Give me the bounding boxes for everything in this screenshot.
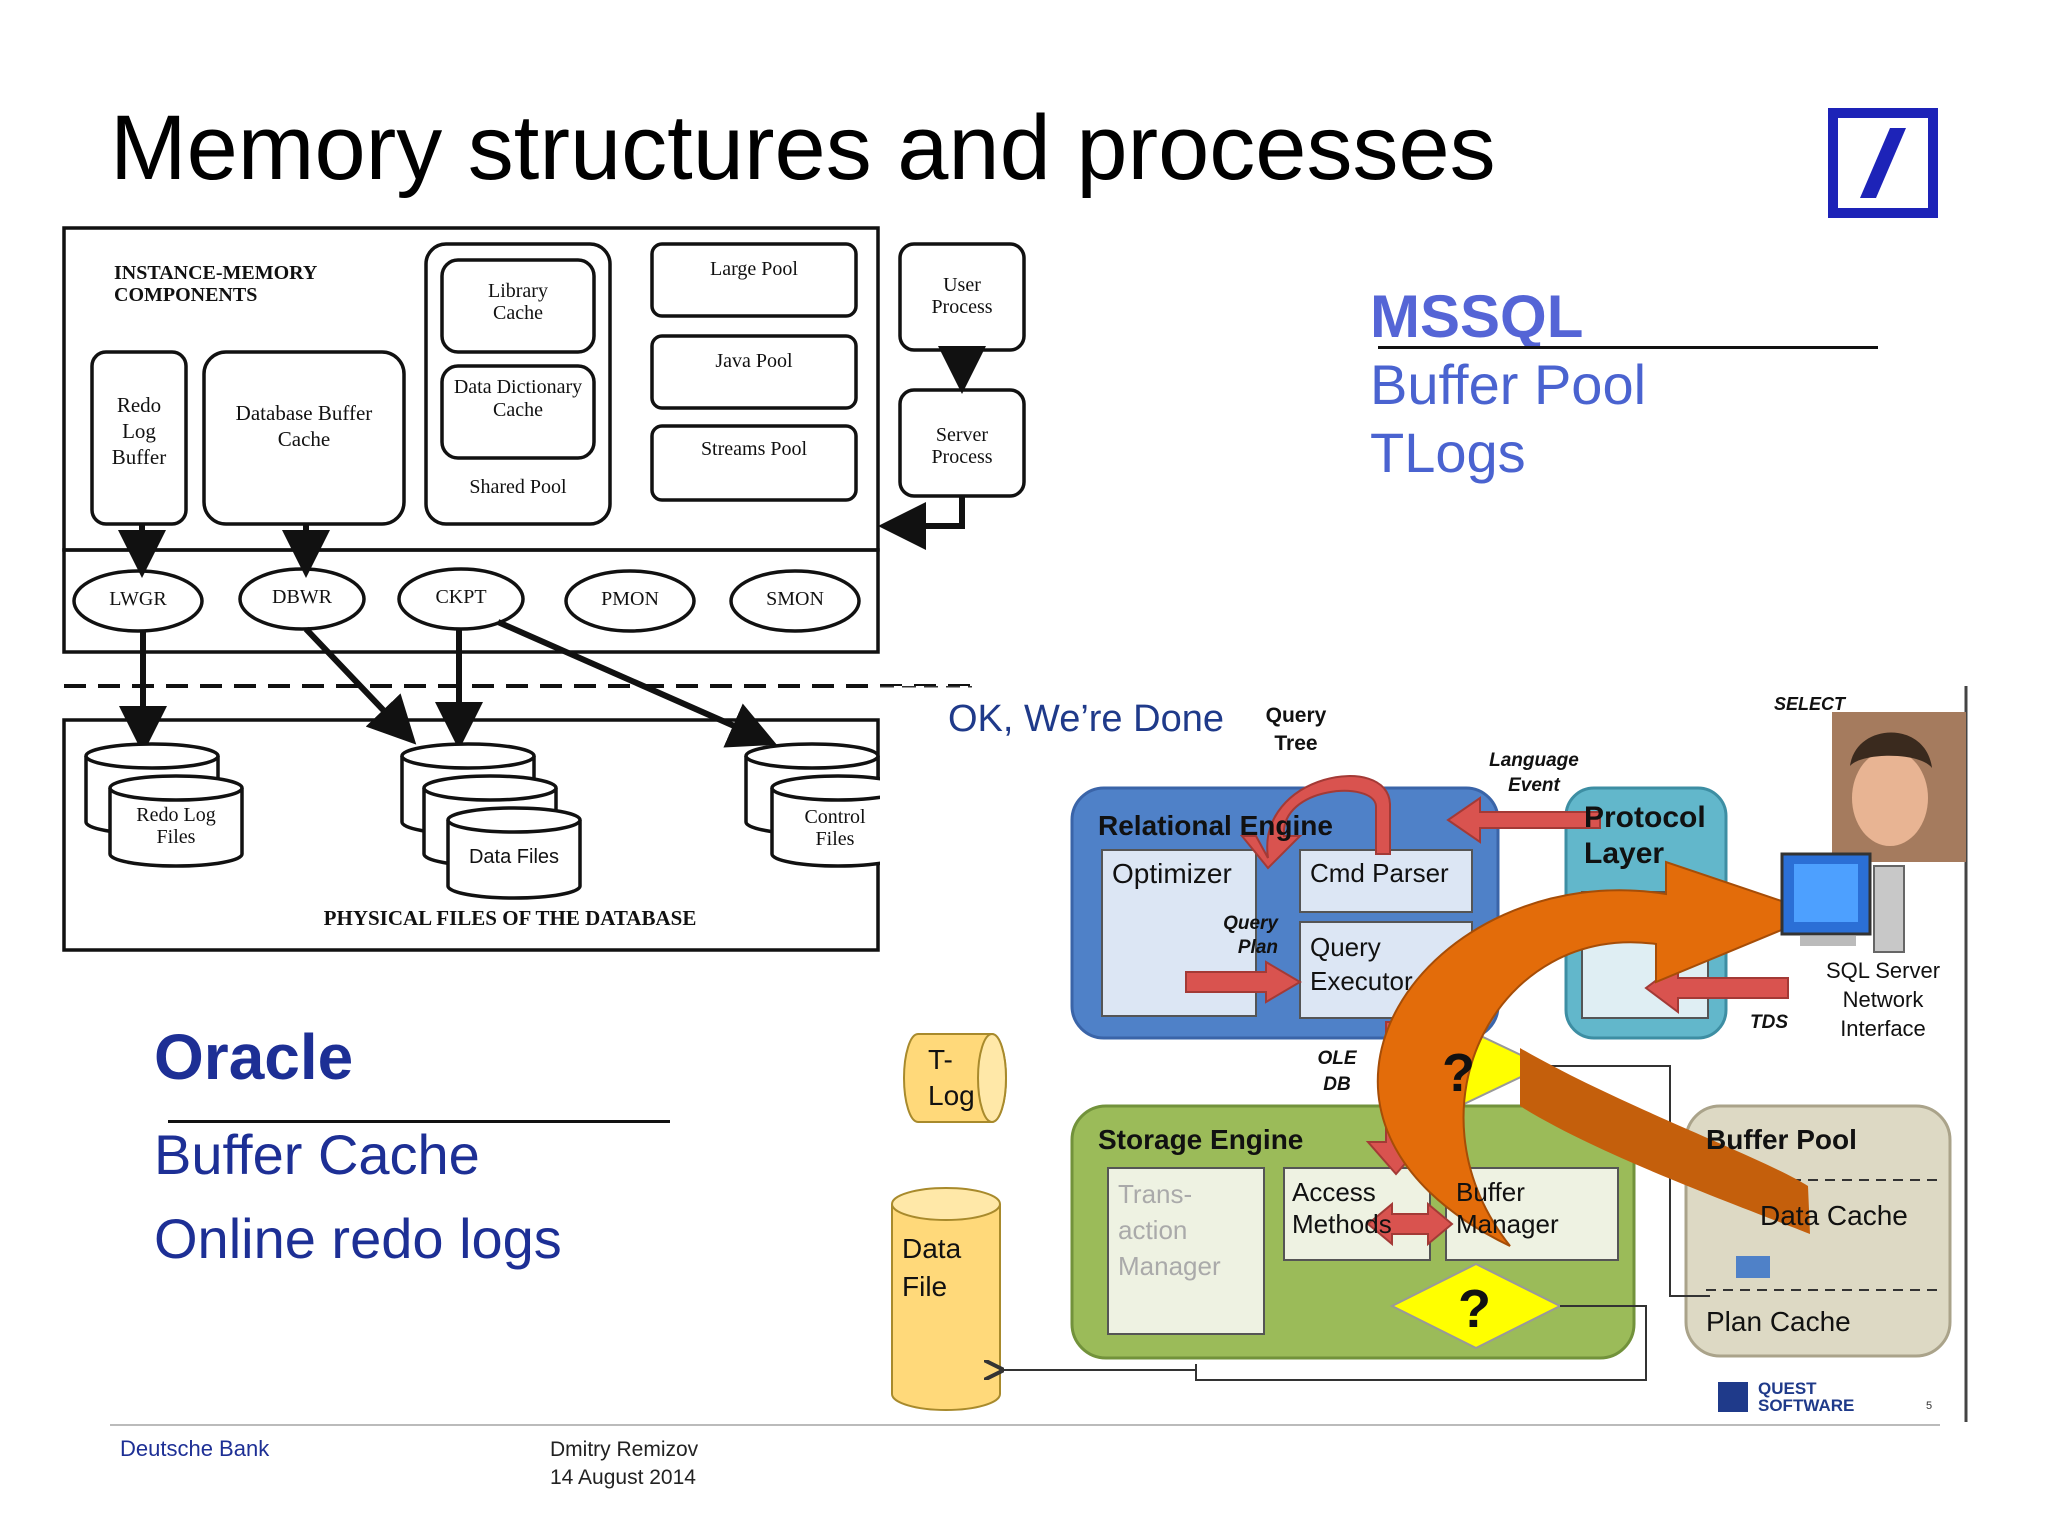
control-files-label: Control Files bbox=[804, 806, 866, 850]
footer-date: 14 August 2014 bbox=[550, 1466, 696, 1489]
deutsche-bank-logo bbox=[1828, 108, 1938, 218]
process-pmon bbox=[564, 569, 696, 633]
slide-title: Memory structures and processes bbox=[110, 97, 1496, 199]
query-executor-label: Query Executor bbox=[1310, 932, 1413, 996]
redo-log-buffer-label: Redo Log Buffer bbox=[111, 393, 167, 469]
buffer-manager-label: Buffer Manager bbox=[1456, 1177, 1559, 1239]
transaction-manager-label: Trans-action Manager bbox=[1118, 1179, 1221, 1281]
protocol-layer-label: Protocol Layer bbox=[1584, 801, 1706, 870]
orange-flow-arrow bbox=[1377, 860, 1823, 1247]
processes-band bbox=[62, 548, 880, 654]
mssql-diagram-headline: OK, We’re Done bbox=[948, 698, 1224, 740]
query-plan-label: Query Plan bbox=[1223, 913, 1278, 958]
footer-company: Deutsche Bank bbox=[120, 1436, 270, 1461]
tds-label: TDS bbox=[1750, 1012, 1788, 1033]
footer-divider bbox=[110, 1424, 1940, 1426]
buffer-pool-label: Buffer Pool bbox=[1706, 1124, 1857, 1155]
cmd-parser-label: Cmd Parser bbox=[1310, 858, 1449, 888]
user-process-label: User Process bbox=[931, 274, 993, 318]
data-files-label: Data Files bbox=[468, 846, 560, 868]
db-buffer-cache-label: Database Buffer Cache bbox=[235, 401, 373, 451]
dbwr-label: DBWR bbox=[272, 586, 332, 608]
quest-software-label: QUEST SOFTWARE bbox=[1758, 1379, 1855, 1415]
relational-engine-label: Relational Engine bbox=[1098, 810, 1333, 841]
process-smon bbox=[729, 569, 861, 633]
large-pool-box bbox=[650, 242, 858, 318]
library-cache-label: Library Cache bbox=[488, 280, 548, 324]
streams-pool-label: Streams Pool bbox=[700, 438, 808, 460]
mssql-item-buffer-pool: Buffer Pool bbox=[1370, 353, 1647, 416]
oracle-underline bbox=[168, 1120, 670, 1123]
lwgr-label: LWGR bbox=[109, 588, 167, 610]
question-mark-1: ? bbox=[1442, 1043, 1475, 1103]
java-pool-box bbox=[650, 334, 858, 410]
transaction-manager-box bbox=[1107, 1167, 1265, 1335]
smon-label: SMON bbox=[766, 588, 824, 610]
plan-cache-label: Plan Cache bbox=[1706, 1306, 1851, 1337]
t-log-label: T-Log bbox=[928, 1044, 975, 1111]
data-file-cylinder bbox=[891, 1204, 1001, 1411]
shared-pool-box bbox=[424, 242, 612, 526]
library-cache-box bbox=[440, 258, 596, 354]
oracle-item-buffer-cache: Buffer Cache bbox=[154, 1123, 480, 1186]
oracle-item-online-redo-logs: Online redo logs bbox=[154, 1207, 562, 1270]
select-label: SELECT bbox=[1774, 694, 1846, 714]
cmd-parser-box bbox=[1299, 849, 1473, 913]
ole-db-label: OLE DB bbox=[1317, 1048, 1357, 1095]
access-methods-label: Access Methods bbox=[1292, 1177, 1392, 1239]
ckpt-label: CKPT bbox=[435, 586, 487, 608]
query-tree-label: Query Tree bbox=[1265, 704, 1327, 755]
footer-author-date: Dmitry Remizov 14 August 2014 bbox=[550, 1436, 698, 1492]
question-mark-2: ? bbox=[1458, 1279, 1491, 1339]
data-dictionary-cache-box bbox=[440, 364, 596, 460]
data-cache-label: Data Cache bbox=[1760, 1200, 1908, 1231]
large-pool-label: Large Pool bbox=[710, 258, 798, 280]
pmon-label: PMON bbox=[601, 588, 659, 610]
instance-memory-title: INSTANCE-MEMORY COMPONENTS bbox=[114, 262, 317, 306]
redo-log-files-label: Redo Log Files bbox=[136, 804, 216, 848]
mssql-heading: MSSQL bbox=[1370, 283, 1584, 350]
mssql-item-tlogs: TLogs bbox=[1370, 421, 1526, 484]
network-interface-label: SQL Server Network Interface bbox=[1825, 958, 1941, 1041]
java-pool-label: Java Pool bbox=[715, 350, 793, 372]
streams-pool-box bbox=[650, 424, 858, 502]
data-dictionary-cache-label: Data Dictionary Cache bbox=[453, 376, 583, 421]
quest-logo-icon bbox=[1718, 1382, 1748, 1412]
page-number: 5 bbox=[1926, 1400, 1933, 1412]
storage-engine-label: Storage Engine bbox=[1098, 1124, 1304, 1155]
physical-files-title: PHYSICAL FILES OF THE DATABASE bbox=[323, 906, 697, 930]
shared-pool-label: Shared Pool bbox=[469, 476, 567, 498]
mssql-underline bbox=[1378, 346, 1878, 349]
computer-icon bbox=[1780, 852, 1905, 953]
server-process-label: Server Process bbox=[931, 424, 993, 468]
mssql-architecture-diagram: OK, We’re Done Query Tree SELECT Languag… bbox=[880, 686, 1968, 1422]
oracle-heading: Oracle bbox=[154, 1021, 354, 1093]
optimizer-label: Optimizer bbox=[1112, 858, 1232, 889]
language-event-label: Language Event bbox=[1489, 750, 1579, 796]
data-file-label: Data File bbox=[902, 1233, 962, 1302]
footer-author: Dmitry Remizov bbox=[550, 1438, 699, 1461]
